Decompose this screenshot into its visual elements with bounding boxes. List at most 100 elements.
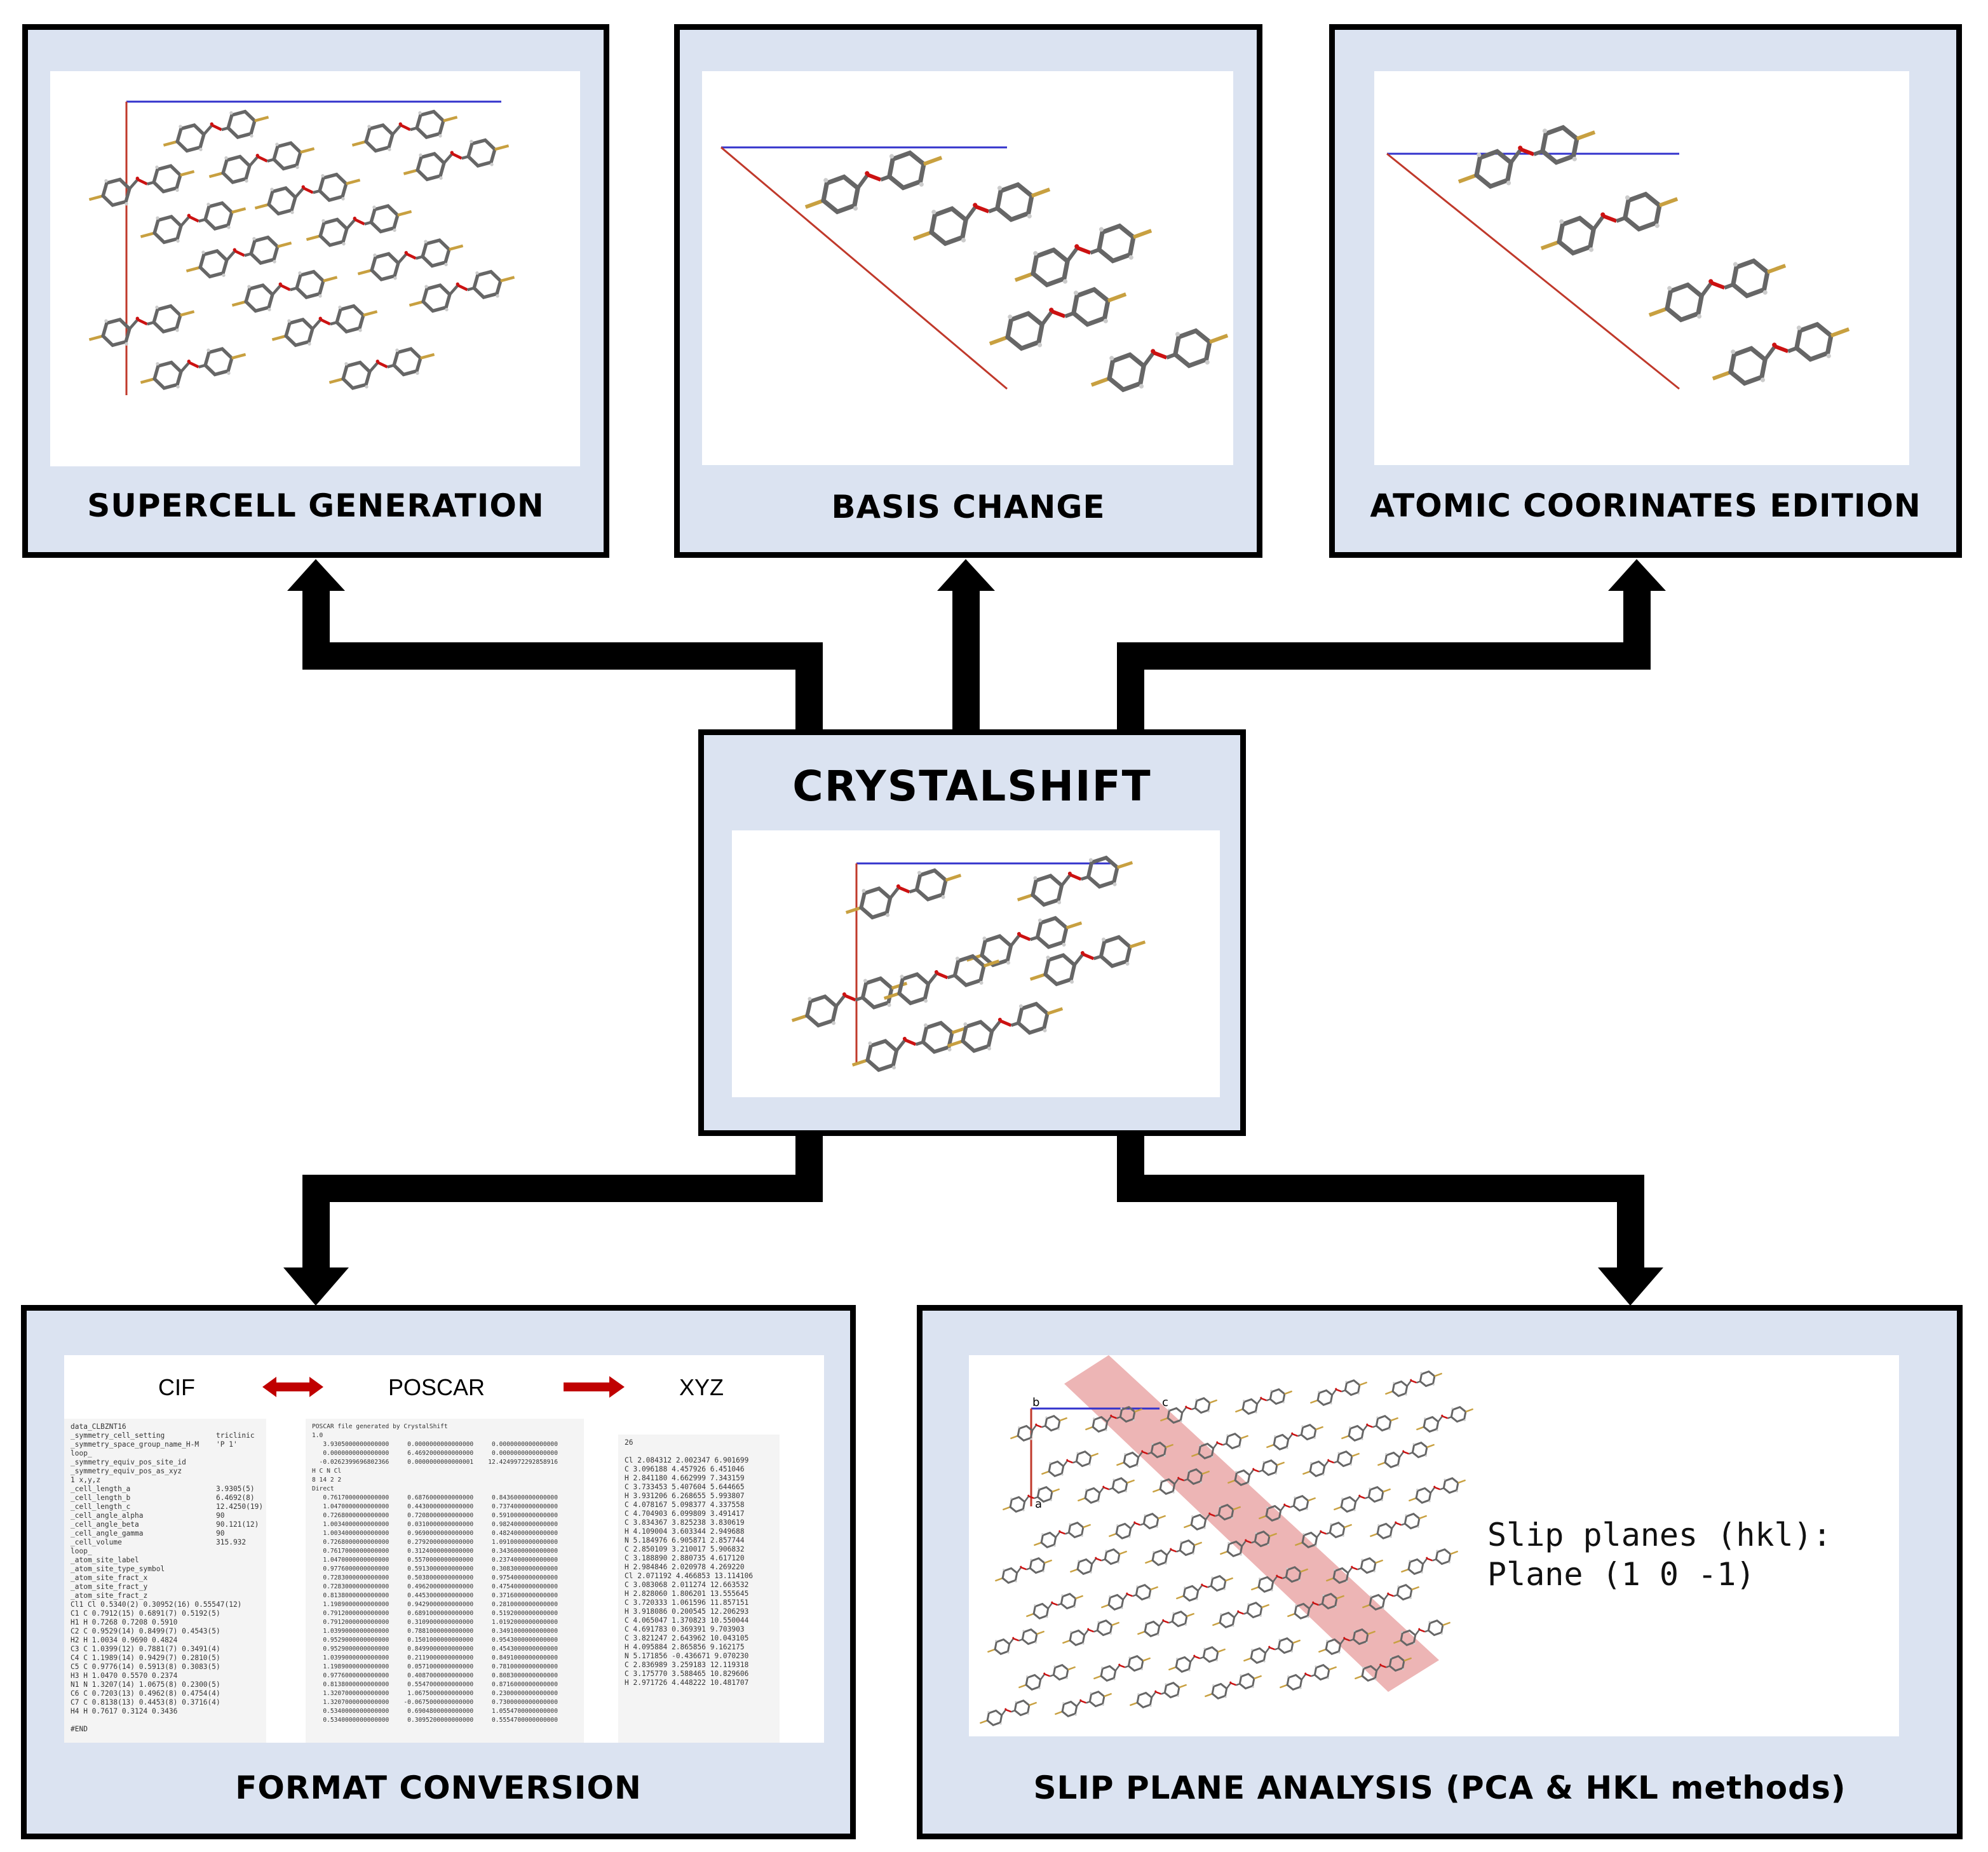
xyz-line: C 4.704903 6.099809 3.491417 [625, 1510, 745, 1518]
xyz-line: H 4.109004 3.603344 2.949688 [625, 1527, 745, 1536]
cif-line: H3 H 1.0470 0.5570 0.2374 [71, 1672, 178, 1680]
cif-line: _symmetry_space_group_name_H-M 'P 1' [71, 1440, 238, 1449]
cif-line: N1 N 1.3207(14) 1.0675(8) 0.2300(5) [71, 1680, 220, 1689]
slip-molecule [1165, 1640, 1229, 1679]
poscar-line: 1.0 [312, 1432, 323, 1439]
cif-line: _cell_length_b 6.4692(8) [71, 1494, 255, 1502]
arrowhead-basis [937, 559, 995, 591]
supercell-lattice-render [50, 71, 580, 466]
xyz-line: Cl 2.071192 4.466853 13.114106 [625, 1572, 754, 1580]
slip-molecule [1022, 1586, 1087, 1626]
slip-molecule [1105, 1506, 1170, 1546]
connector-to-atomic [1117, 642, 1651, 670]
atomic-coordinates-module: ATOMIC COORINATES EDITION [1329, 24, 1962, 558]
slip-molecule [1090, 1649, 1154, 1688]
cif-line: H2 H 1.0034 0.9690 0.4824 [71, 1636, 178, 1644]
poscar-line: 1.1989000000000000 0.9429000000000000 0.… [312, 1601, 558, 1608]
slip-plane-band [1064, 1355, 1439, 1692]
cif-line: #END [71, 1725, 88, 1733]
xyz-line: C 3.720333 1.061596 11.857151 [625, 1599, 749, 1607]
poscar-line: 0.7617000000000000 0.3124000000000000 0.… [312, 1548, 558, 1555]
cif-line: loop_ [71, 1449, 92, 1457]
slip-molecule [1381, 1364, 1446, 1403]
cif-line: C3 C 1.0399(12) 0.7881(7) 0.3491(4) [71, 1645, 220, 1653]
right-arrow-icon [564, 1376, 625, 1398]
basis-change-image [702, 71, 1233, 465]
cif-line: loop_ [71, 1547, 92, 1555]
slip-molecule [1306, 1373, 1371, 1412]
poscar-line: 0.7617000000000000 0.6876000000000000 0.… [312, 1494, 558, 1501]
poscar-line: 1.3207000000000000 -0.0675000000000000 0… [312, 1699, 558, 1706]
xyz-line: C 3.096188 4.457926 6.451046 [625, 1465, 745, 1473]
poscar-line: H C N Cl [312, 1468, 342, 1475]
poscar-line: 0.7283000000000000 0.5038000000000000 0.… [312, 1574, 558, 1581]
slip-molecule [1066, 1542, 1131, 1581]
xyz-line: C 4.691783 0.369391 9.703903 [625, 1625, 745, 1633]
slip-molecule [984, 1622, 1048, 1661]
atomic-coordinates-lattice-render [1386, 71, 1909, 465]
slip-molecule [1126, 1675, 1191, 1715]
xyz-line: 26 [625, 1438, 633, 1447]
arrowhead-atomic [1608, 559, 1666, 591]
slip-molecule [1051, 1684, 1116, 1724]
cif-line: _symmetry_equiv_pos_site_id [71, 1458, 186, 1466]
slip-molecule [1240, 1631, 1304, 1670]
arrowhead-slip [1598, 1267, 1663, 1306]
xyz-line: C 3.175770 3.588465 10.829606 [625, 1670, 749, 1678]
cif-line: _atom_site_fract_z [71, 1592, 148, 1600]
xyz-line: H 4.095884 2.865856 9.162175 [625, 1643, 745, 1651]
cif-line: C6 C 0.7203(13) 0.4962(8) 0.4754(4) [71, 1689, 220, 1698]
format-poscar-label: POSCAR [388, 1374, 485, 1400]
format-conversion-title: FORMAT CONVERSION [235, 1769, 642, 1806]
poscar-line: 0.8138000000000000 0.4453000000000000 0.… [312, 1592, 558, 1599]
poscar-line: 0.7268000000000000 0.2792000000000000 1.… [312, 1539, 558, 1546]
xyz-line: C 3.834367 3.825238 3.830619 [625, 1518, 745, 1527]
slip-molecule [1337, 1409, 1402, 1448]
slip-molecule [1172, 1569, 1237, 1608]
xyz-line: Cl 2.084312 2.002347 6.901699 [625, 1456, 749, 1464]
xyz-line: C 3.733453 5.407604 5.644665 [625, 1483, 745, 1491]
poscar-line: 1.0399000000000000 0.2119000000000000 0.… [312, 1654, 558, 1661]
cif-line: Cl1 Cl 0.5340(2) 0.30952(16) 0.55547(12) [71, 1600, 242, 1609]
cif-file-preview: data_CLBZNT16_symmetry_cell_setting tric… [64, 1419, 266, 1743]
hub-lattice-render [732, 830, 1220, 1097]
poscar-line: 0.7912000000000000 0.3109000000000000 1.… [312, 1619, 558, 1626]
axis-a-line [720, 146, 1008, 390]
cif-line: _cell_volume 315.932 [71, 1538, 247, 1546]
xyz-line: H 2.828060 1.806201 13.555645 [625, 1590, 749, 1598]
slip-molecule [1030, 1515, 1095, 1555]
xyz-line: C 3.188890 2.880735 4.617120 [625, 1554, 745, 1562]
connector-to-slip [1117, 1175, 1644, 1202]
slip-plane-module: b c a Slip planes (hkl): Plane (1 0 -1) … [917, 1305, 1963, 1839]
axis-label-b: b [1032, 1396, 1039, 1409]
poscar-line: 0.7912000000000000 0.6891000000000000 0.… [312, 1610, 558, 1617]
cif-line: H1 H 0.7268 0.7208 0.5910 [71, 1618, 178, 1626]
poscar-line: 1.0034000000000000 0.9690000000000000 0.… [312, 1530, 558, 1537]
poscar-line: 0.7268000000000000 0.7208000000000000 0.… [312, 1512, 558, 1519]
poscar-line: 0.5340000000000000 0.3095200000000000 0.… [312, 1717, 558, 1724]
xyz-line: N 5.171856 -0.436671 9.070230 [625, 1652, 749, 1660]
format-conversion-module: CIF POSCAR XYZ data_CLBZNT16_symmetry_ce… [21, 1305, 856, 1839]
cif-line: _cell_angle_beta 90.121(12) [71, 1520, 259, 1529]
cif-line: C1 C 0.7912(15) 0.6891(7) 0.5192(5) [71, 1609, 220, 1618]
slip-plane-image: b c a Slip planes (hkl): Plane (1 0 -1) [969, 1355, 1899, 1736]
slip-molecule [991, 1551, 1056, 1590]
poscar-line: 1.0034000000000000 0.0310000000000000 0.… [312, 1521, 558, 1528]
slip-plane-lattice-render: b c a [976, 1355, 1477, 1733]
slip-molecule [1133, 1604, 1198, 1644]
slip-molecule [1038, 1444, 1102, 1484]
cif-line: _symmetry_equiv_pos_as_xyz [71, 1467, 182, 1475]
poscar-line: 0.9776000000000000 0.5913000000000000 0.… [312, 1565, 558, 1572]
cif-line [71, 1716, 260, 1725]
poscar-line: 1.3207000000000000 1.0675000000000000 0.… [312, 1690, 558, 1697]
poscar-line: 0.5340000000000000 0.6904800000000000 1.… [312, 1708, 558, 1715]
format-cif-label: CIF [158, 1374, 195, 1400]
xyz-line: C 3.821247 2.643962 10.043105 [625, 1634, 749, 1642]
atomic-coordinates-title: ATOMIC COORINATES EDITION [1370, 487, 1921, 524]
poscar-line: 3.9305000000000000 0.0000000000000000 0.… [312, 1441, 558, 1448]
arrowhead-format [283, 1267, 349, 1306]
supercell-title: SUPERCELL GENERATION [87, 487, 544, 524]
format-xyz-label: XYZ [679, 1374, 724, 1400]
